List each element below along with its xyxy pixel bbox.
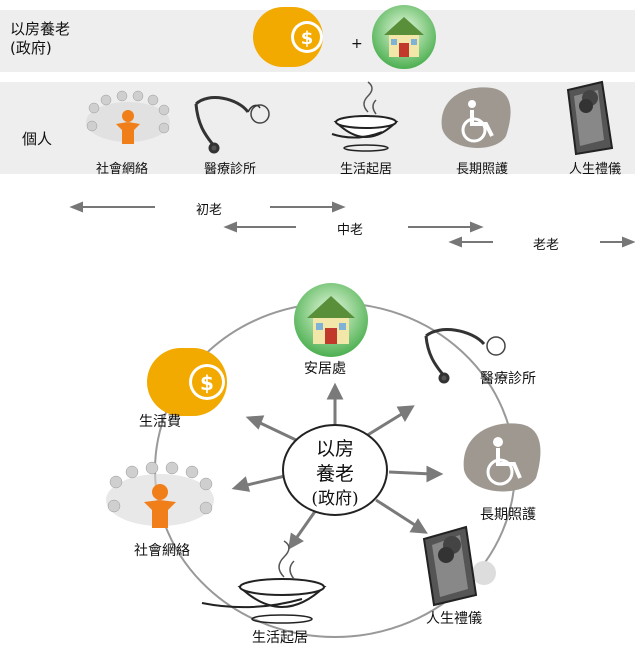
soup-bowl-icon bbox=[201, 540, 327, 624]
plus-sign: + bbox=[351, 36, 363, 52]
money-icon: $ bbox=[147, 348, 227, 416]
icon-label-living: 生活起居 bbox=[339, 162, 392, 177]
icon-label-care: 長期照護 bbox=[455, 162, 508, 177]
row-label-government: 以房養老 (政府) bbox=[10, 20, 70, 58]
house-icon bbox=[294, 283, 368, 357]
people-circle-icon bbox=[106, 461, 214, 528]
coffin-icon bbox=[566, 80, 614, 156]
age-label-late: 老老 bbox=[533, 238, 560, 253]
age-label-early: 初老 bbox=[196, 203, 223, 218]
node-label-housing: 安居處 bbox=[304, 361, 346, 377]
node-label-clinic: 醫療診所 bbox=[480, 371, 536, 387]
node-label-social: 社會網絡 bbox=[134, 543, 190, 559]
center-line3: (政府) bbox=[311, 489, 359, 509]
center-line2: 養老 bbox=[315, 463, 354, 485]
row-label-individual: 個人 bbox=[22, 130, 53, 148]
center-circle bbox=[282, 424, 388, 516]
age-arrows bbox=[69, 201, 635, 248]
wheelchair-icon bbox=[441, 87, 511, 148]
center-line1: 以房 bbox=[315, 438, 354, 460]
svg-text:$: $ bbox=[301, 28, 314, 49]
icon-label-funeral: 人生禮儀 bbox=[568, 162, 621, 177]
radiating-arrows bbox=[231, 382, 444, 550]
coffin-icon bbox=[422, 525, 496, 607]
soup-bowl-icon bbox=[331, 81, 399, 152]
row-label-government-line1: 以房養老 bbox=[10, 20, 71, 38]
stethoscope-icon bbox=[194, 96, 270, 154]
age-label-middle: 中老 bbox=[337, 223, 364, 238]
center-title: 以房 養老 (政府) bbox=[295, 437, 375, 512]
node-label-funeral: 人生禮儀 bbox=[426, 611, 482, 627]
row-label-government-line2: (政府) bbox=[10, 39, 52, 57]
node-label-living: 生活起居 bbox=[252, 630, 308, 646]
house-icon bbox=[372, 5, 436, 69]
node-label-expense: 生活費 bbox=[139, 414, 181, 430]
icon-label-social: 社會網絡 bbox=[95, 162, 148, 177]
icon-label-clinic: 醫療診所 bbox=[203, 162, 256, 177]
people-circle-icon bbox=[86, 90, 170, 144]
svg-text:$: $ bbox=[200, 371, 214, 395]
node-label-care: 長期照護 bbox=[480, 507, 536, 523]
money-icon: $ bbox=[253, 7, 323, 67]
wheelchair-icon bbox=[463, 423, 541, 492]
stethoscope-icon bbox=[424, 328, 506, 384]
